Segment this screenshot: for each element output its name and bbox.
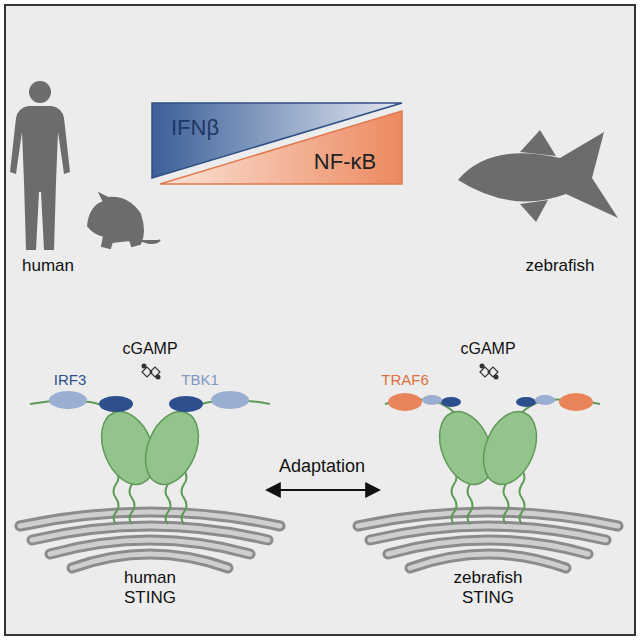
ligand-label: cGAMP	[122, 340, 177, 358]
rat-silhouette	[88, 194, 160, 248]
ligand-label: cGAMP	[460, 340, 515, 358]
human-sting-figure	[20, 364, 280, 569]
adaptation-label: Adaptation	[279, 456, 365, 477]
nfkb-triangle	[160, 111, 402, 184]
fish-silhouette	[458, 130, 618, 222]
zebrafish-sting-figure	[358, 364, 618, 569]
species-label: zebrafish	[526, 256, 595, 276]
adaptation-arrow	[268, 489, 378, 491]
sting-label: zebrafish STING	[454, 568, 523, 607]
nfkb-label: NF-κB	[314, 149, 376, 174]
protein-label: TRAF6	[381, 371, 429, 388]
sting-label: human STING	[124, 568, 176, 607]
protein-label: IRF3	[54, 371, 87, 388]
ifn-label: IFNβ	[171, 115, 219, 140]
human-silhouette	[10, 81, 70, 250]
protein-label: TBK1	[181, 371, 219, 388]
frame	[5, 5, 635, 635]
species-label: human	[22, 256, 74, 276]
